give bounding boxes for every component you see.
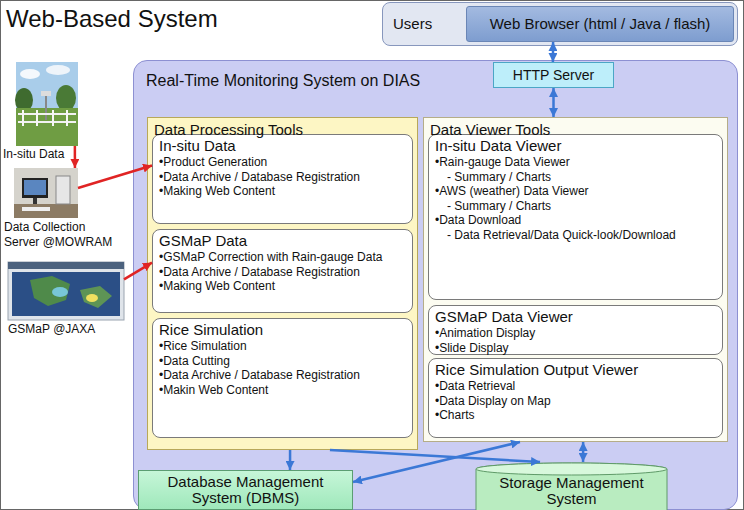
- bullet-item: •Making Web Content: [159, 184, 406, 199]
- monitor: [22, 178, 48, 198]
- bullet-item: •Data Archive / Database Registration: [159, 170, 406, 185]
- gauge-pole: [45, 94, 47, 120]
- panel-title: Data Viewer Tools: [430, 121, 721, 139]
- photo-node: In-situ Data: [16, 62, 78, 146]
- bullet-item: •Data Archive / Database Registration: [159, 368, 406, 383]
- monitor-screen: [24, 180, 46, 195]
- cylinder-top: [476, 463, 667, 475]
- keyboard: [22, 207, 50, 211]
- bullet-item: - Summary / Charts: [435, 170, 716, 185]
- bullet-item: •Data Display on Map: [435, 394, 716, 409]
- gauge-head: [41, 91, 51, 96]
- photo-cloud: [46, 65, 70, 75]
- box-label: Storage Management System: [491, 475, 652, 507]
- server-node: Data Collection Server @MOWRAM: [14, 168, 78, 218]
- caption-holder: GSMaP @JAXA: [8, 322, 95, 337]
- bullet-item: •Slide Display: [435, 341, 716, 356]
- photo-grass: [16, 108, 78, 146]
- browser-box: Web Browser (html / Java / flash): [466, 6, 734, 42]
- monitor-stand: [33, 198, 37, 204]
- photo-tree: [56, 85, 76, 111]
- bullet-item: •Rain-gauge Data Viewer: [435, 155, 716, 170]
- photo-sky: [16, 62, 78, 146]
- window-title-bar: [8, 262, 124, 269]
- fence-post: [36, 110, 38, 126]
- panel-title: Real-Time Monitoring System on DIAS: [146, 71, 725, 90]
- bullet-item: •Data Retrieval: [435, 379, 716, 394]
- box-heading: Rice Simulation Output Viewer: [435, 361, 716, 379]
- bullet-item: •Rice Simulation: [159, 339, 406, 354]
- gsmap-screenshot: [8, 262, 124, 320]
- tool-panel: Data Processing ToolsIn-situ Data•Produc…: [147, 117, 418, 450]
- server-tower: [56, 176, 70, 204]
- rain-patch: [52, 287, 68, 297]
- storage-cylinder: Storage Management System: [475, 462, 668, 510]
- fence-post: [66, 110, 68, 126]
- system-panel: Real-Time Monitoring System on DIASHTTP …: [133, 60, 738, 510]
- server-box: HTTP Server: [493, 62, 614, 88]
- server-photo: [14, 168, 78, 218]
- process-box: Rice Simulation•Rice Simulation•Data Cut…: [152, 318, 413, 438]
- image-caption: GSMaP @JAXA: [8, 322, 95, 337]
- desk: [14, 204, 78, 218]
- bullet-item: •AWS (weather) Data Viewer: [435, 184, 716, 199]
- bullet-item: •Product Generation: [159, 155, 406, 170]
- box-heading: GSMaP Data Viewer: [435, 308, 716, 326]
- map-ocean: [12, 272, 120, 316]
- bullet-item: •Data Archive / Database Registration: [159, 265, 406, 280]
- box-heading: In-situ Data: [159, 137, 406, 155]
- tool-panel: Data Viewer ToolsIn-situ Data Viewer•Rai…: [423, 117, 728, 442]
- box-heading: GSMaP Data: [159, 232, 406, 250]
- bullet-item: •Making Web Content: [159, 279, 406, 294]
- image-caption: In-situ Data: [3, 147, 64, 162]
- bullet-item: •Data Download: [435, 213, 716, 228]
- bullet-item: •Animation Display: [435, 326, 716, 341]
- fence-post: [22, 110, 24, 126]
- fence-post: [52, 110, 54, 126]
- diagram-title: Web-Based System: [6, 5, 218, 33]
- screenshot-node: GSMaP @JAXA: [8, 262, 124, 320]
- bullet-item: - Data Retrieval/Data Quick-look/Downloa…: [435, 228, 716, 243]
- rain-patch: [86, 294, 98, 302]
- process-box: In-situ Data•Product Generation•Data Arc…: [152, 134, 413, 224]
- process-box: GSMaP Data•GSMaP Correction with Rain-ga…: [152, 229, 413, 313]
- viewer-box: GSMaP Data Viewer•Animation Display•Slid…: [428, 305, 723, 355]
- box-heading: Rice Simulation: [159, 321, 406, 339]
- map-land: [80, 286, 112, 308]
- image-caption: Data Collection Server @MOWRAM: [4, 220, 116, 249]
- panel-title: Data Processing Tools: [154, 121, 411, 139]
- viewer-box: In-situ Data Viewer•Rain-gauge Data View…: [428, 134, 723, 300]
- box-label: Database Management System (DBMS): [143, 474, 348, 506]
- bullet-item: •Makin Web Content: [159, 383, 406, 398]
- bullet-item: •Data Cutting: [159, 354, 406, 369]
- caption-holder: In-situ Data: [3, 147, 64, 162]
- title-holder: Web-Based System: [6, 5, 218, 33]
- bullet-item: - Summary / Charts: [435, 199, 716, 214]
- cylinder-body: [476, 463, 667, 510]
- map-land: [30, 276, 70, 306]
- box-heading: In-situ Data Viewer: [435, 137, 716, 155]
- photo-cloud: [20, 69, 40, 79]
- caption-holder: Data Collection Server @MOWRAM: [4, 220, 116, 249]
- window-frame: [8, 262, 124, 320]
- box-label: HTTP Server: [496, 67, 611, 84]
- room-wall: [14, 168, 78, 218]
- connector-arrow: [74, 146, 77, 168]
- database-box: Database Management System (DBMS): [138, 470, 353, 510]
- bullet-item: •Charts: [435, 408, 716, 423]
- user-group-box: UsersWeb Browser (html / Java / flash): [382, 2, 738, 46]
- field-photo: [15, 62, 78, 146]
- box-label: Web Browser (html / Java / flash): [471, 15, 729, 33]
- viewer-box: Rice Simulation Output Viewer•Data Retri…: [428, 358, 723, 438]
- bullet-item: •GSMaP Correction with Rain-gauge Data: [159, 250, 406, 265]
